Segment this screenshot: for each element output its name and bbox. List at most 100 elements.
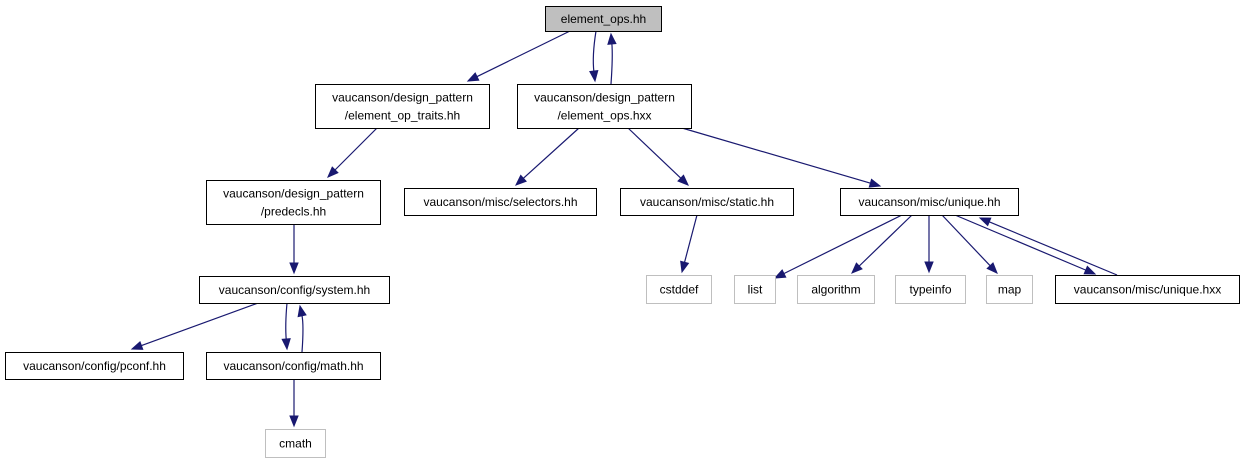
node-label: vaucanson/design_pattern: [223, 187, 364, 201]
node-element-ops-hxx[interactable]: vaucanson/design_pattern/element_ops.hxx: [517, 84, 692, 129]
edge-unique_hh-to-algorithm: [851, 214, 913, 274]
node-box[interactable]: [315, 84, 490, 129]
node-box: [797, 275, 875, 304]
node-list: list: [734, 275, 776, 304]
edge-line: [627, 127, 682, 180]
node-label: algorithm: [811, 283, 860, 297]
arrowhead-icon: [680, 260, 690, 274]
edge-line: [858, 214, 913, 268]
node-box[interactable]: [5, 352, 184, 380]
edge-line: [475, 30, 571, 78]
node-static[interactable]: vaucanson/misc/static.hh: [620, 188, 794, 216]
arrowhead-icon: [289, 262, 299, 275]
arrowhead-icon: [281, 338, 291, 351]
node-map: map: [986, 275, 1033, 304]
node-box[interactable]: [199, 276, 390, 304]
node-label: cstddef: [660, 283, 699, 297]
nodes-layer: element_ops.hh vaucanson/design_pattern/e…: [5, 6, 1240, 458]
edge-system-to-pconf: [130, 302, 259, 350]
edge-line: [683, 214, 698, 264]
edge-static-to-cstddef: [680, 214, 698, 274]
node-element-op-traits[interactable]: vaucanson/design_pattern/element_op_trai…: [315, 84, 490, 129]
node-cmath: cmath: [265, 429, 326, 458]
edge-line: [954, 214, 1087, 272]
node-pconf[interactable]: vaucanson/config/pconf.hh: [5, 352, 184, 380]
arrowhead-icon: [289, 415, 299, 428]
node-label: vaucanson/misc/unique.hh: [858, 195, 1000, 209]
node-box[interactable]: [517, 84, 692, 129]
node-label: list: [748, 283, 763, 297]
edge-math-to-system: [297, 304, 307, 353]
node-unique-hxx[interactable]: vaucanson/misc/unique.hxx: [1055, 275, 1240, 304]
node-box: [265, 429, 326, 458]
edge-element_ops_hxx-to-selectors: [515, 127, 580, 186]
edge-line: [782, 214, 903, 275]
node-element-ops-hh[interactable]: element_ops.hh: [545, 6, 662, 32]
edge-unique_hh-to-map: [941, 214, 998, 274]
arrowhead-icon: [515, 174, 527, 186]
node-math[interactable]: vaucanson/config/math.hh: [206, 352, 381, 380]
edge-math-to-cmath: [289, 379, 299, 428]
arrowhead-icon: [924, 261, 934, 274]
edge-element_ops_hxx-to-element_ops_hh: [607, 32, 617, 85]
node-label: vaucanson/misc/static.hh: [640, 195, 774, 209]
node-algorithm: algorithm: [797, 275, 875, 304]
edge-element_ops_hh-to-element_op_traits: [466, 30, 571, 82]
edge-element_ops_hh-to-element_ops_hxx: [589, 30, 599, 83]
edge-predecls-to-system: [289, 224, 299, 275]
node-box: [986, 275, 1033, 304]
arrowhead-icon: [773, 269, 787, 279]
edge-unique_hh-to-list: [773, 214, 903, 279]
node-cstddef: cstddef: [646, 275, 712, 304]
node-box[interactable]: [620, 188, 794, 216]
edge-line: [522, 127, 580, 180]
node-box[interactable]: [1055, 275, 1240, 304]
node-unique-hh[interactable]: vaucanson/misc/unique.hh: [840, 188, 1019, 216]
edge-line: [610, 42, 613, 85]
edge-line: [301, 314, 304, 353]
node-label: /predecls.hh: [261, 205, 326, 219]
edge-line: [140, 302, 259, 347]
edge-line: [285, 302, 288, 341]
node-label: typeinfo: [909, 283, 951, 297]
node-label: vaucanson/config/pconf.hh: [23, 359, 166, 373]
node-box[interactable]: [545, 6, 662, 32]
node-box: [734, 275, 776, 304]
node-label: vaucanson/config/system.hh: [219, 283, 370, 297]
arrowhead-icon: [327, 166, 339, 178]
node-label: element_ops.hh: [561, 12, 646, 26]
node-label: vaucanson/misc/unique.hxx: [1074, 283, 1221, 297]
node-box[interactable]: [206, 180, 381, 225]
node-label: vaucanson/config/math.hh: [223, 359, 363, 373]
edge-line: [592, 30, 597, 73]
node-typeinfo: typeinfo: [895, 275, 966, 304]
node-predecls[interactable]: vaucanson/design_pattern/predecls.hh: [206, 180, 381, 225]
edge-unique_hh-to-unique_hxx: [954, 214, 1097, 275]
edge-element_op_traits-to-predecls: [327, 127, 378, 178]
arrowhead-icon: [1083, 265, 1097, 275]
node-label: /element_ops.hxx: [557, 109, 651, 123]
node-label: cmath: [279, 437, 312, 451]
arrowhead-icon: [986, 262, 998, 274]
arrowhead-icon: [677, 174, 689, 186]
arrowhead-icon: [297, 304, 307, 318]
edge-unique_hh-to-typeinfo: [924, 215, 934, 274]
edge-line: [333, 127, 378, 172]
arrowhead-icon: [851, 262, 863, 274]
node-box[interactable]: [404, 188, 597, 216]
arrowhead-icon: [868, 178, 882, 188]
edge-element_ops_hxx-to-static: [627, 127, 689, 186]
node-box[interactable]: [840, 188, 1019, 216]
arrowhead-icon: [130, 340, 144, 350]
edge-line: [988, 220, 1118, 276]
node-selectors[interactable]: vaucanson/misc/selectors.hh: [404, 188, 597, 216]
arrowhead-icon: [978, 217, 992, 227]
edge-line: [941, 214, 992, 267]
node-system[interactable]: vaucanson/config/system.hh: [199, 276, 390, 304]
arrowhead-icon: [589, 70, 599, 83]
arrowhead-icon: [466, 72, 480, 82]
node-box: [646, 275, 712, 304]
node-box: [895, 275, 966, 304]
node-box[interactable]: [206, 352, 381, 380]
